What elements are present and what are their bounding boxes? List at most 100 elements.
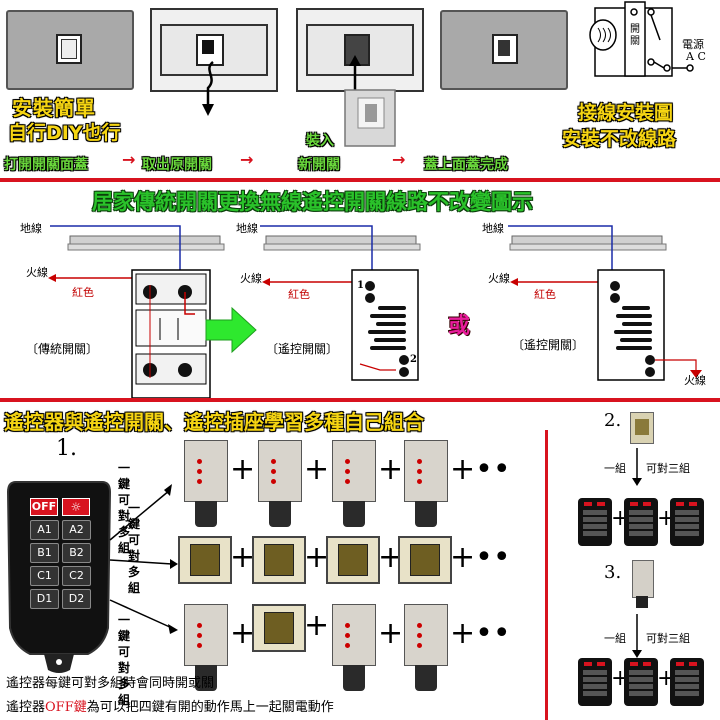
remote-key-a1[interactable]: A1 — [30, 520, 59, 540]
plus-sign: + — [304, 608, 330, 643]
remote-plug — [258, 440, 302, 527]
or-label: 或 — [448, 314, 471, 339]
step-number-3: 3. — [604, 562, 622, 583]
remote-switch — [252, 536, 306, 584]
row1-label-b: 一鍵可對多組 — [128, 501, 141, 595]
mini-remote — [578, 658, 612, 706]
step-2-panel — [150, 8, 278, 92]
step3-three-groups: 可對三組 — [646, 632, 690, 645]
step3-one-group: 一組 — [604, 632, 626, 645]
step-label-1: 打開開關面蓋 — [4, 157, 88, 173]
d1-red-label: 紅色 — [72, 286, 94, 299]
mini-remote — [624, 498, 658, 546]
d1-live-label: 火線 — [26, 266, 48, 279]
remote-key-a2[interactable]: A2 — [62, 520, 91, 540]
plus-sign: + — [230, 616, 256, 651]
mini-remote — [670, 498, 704, 546]
note-2-off: OFF鍵 — [45, 700, 87, 715]
row1-label-a: 一鍵可對多組 — [118, 461, 131, 555]
remote-key-c2[interactable]: C2 — [62, 566, 91, 586]
step-label-2: 取出原開關 — [142, 157, 212, 173]
note-2-pre: 遙控器 — [6, 700, 46, 715]
remote-plug — [404, 604, 448, 691]
remote-switch — [252, 604, 306, 652]
bottom-title: 遙控器與遙控開關、遙控插座學習多種自己組合 — [4, 410, 424, 434]
d2-num-2-bottom: 2 — [410, 354, 417, 365]
rocker-switch — [56, 34, 82, 64]
note-1: 遙控器每鍵可對多組時會同時開或關 — [6, 676, 215, 691]
plus-sign: + — [378, 452, 404, 487]
d2-red-label: 紅色 — [288, 288, 310, 301]
remote-switch-label-1: 〔遙控開關〕 — [266, 342, 339, 356]
step2-one-group: 一組 — [604, 462, 626, 475]
remote-plug — [184, 440, 228, 527]
plus-sign: +•• — [450, 540, 511, 575]
remote-key-d1[interactable]: D1 — [30, 589, 59, 609]
d1-ground-label: 地線 — [20, 222, 42, 235]
d3-live-label: 火線 — [488, 272, 510, 285]
d2-ground-label: 地線 — [236, 222, 258, 235]
top-illustration — [202, 1, 694, 147]
d2-num-1-top: 1 — [357, 280, 364, 291]
note-2: 遙控器OFF鍵為可以把四鍵有開的動作馬上一起關電動作 — [6, 696, 334, 715]
right-caption-2: 安裝不改線路 — [562, 128, 677, 150]
remote-key-c1[interactable]: C1 — [30, 566, 59, 586]
plus-sign: + — [230, 540, 256, 575]
flow-arrow-1: → — [122, 150, 136, 169]
wiring-power-label: 電源 — [682, 38, 704, 51]
step2-switch — [630, 412, 654, 444]
flow-arrow-2: → — [240, 150, 254, 169]
note-2-post: 為可以把四鍵有開的動作馬上一起關電動作 — [86, 700, 334, 715]
divider-middle — [0, 398, 720, 402]
divider-top — [0, 178, 720, 182]
remote-plug — [404, 440, 448, 527]
left-caption-2: 自行DIY也行 — [8, 122, 121, 144]
plus-sign: +•• — [450, 452, 511, 487]
remote-key-d2[interactable]: D2 — [62, 589, 91, 609]
step-4-panel — [440, 10, 568, 90]
plus-sign: + — [304, 452, 330, 487]
plus-sign: + — [304, 540, 330, 575]
mini-remote — [578, 498, 612, 546]
step-number-2: 2. — [604, 410, 622, 431]
wiring-ac-label: A C — [686, 50, 706, 63]
remote-key-b1[interactable]: B1 — [30, 543, 59, 563]
step-1-panel — [6, 10, 134, 90]
d3-red-label: 紅色 — [534, 288, 556, 301]
d2-live-label: 火線 — [240, 272, 262, 285]
step-label-4: 蓋上面蓋完成 — [424, 157, 508, 173]
flow-arrow-3: → — [392, 150, 406, 169]
remote-switch — [398, 536, 452, 584]
plus-sign: + — [378, 616, 404, 651]
step2-three-groups: 可對三組 — [646, 462, 690, 475]
light-button[interactable]: ☼ — [62, 498, 90, 516]
remote-switch-label-2: 〔遙控開關〕 — [512, 338, 585, 352]
rocker-switch-dark — [492, 34, 518, 64]
row3-label: 一鍵可對多組 — [118, 613, 131, 707]
mini-remote — [670, 658, 704, 706]
remote-switch — [178, 536, 232, 584]
right-caption-1: 接線安裝圖 — [578, 102, 674, 124]
remote-switch — [326, 536, 380, 584]
step3-arrow — [632, 614, 642, 658]
wiring-switch-label: 開關 — [630, 24, 640, 47]
step3-plug — [632, 560, 654, 598]
traditional-switch-label: 〔傳統開關〕 — [26, 342, 99, 356]
remote-key-b2[interactable]: B2 — [62, 543, 91, 563]
middle-title: 居家傳統開關更換無線遙控開關線路不改變圖示 — [92, 190, 533, 214]
wiring-diagrams — [48, 225, 702, 399]
remote-plug — [332, 604, 376, 691]
plus-sign: + — [230, 452, 256, 487]
mini-remote — [624, 658, 658, 706]
d3-ground-label: 地線 — [482, 222, 504, 235]
remote-plug — [332, 440, 376, 527]
step2-arrow — [632, 448, 642, 486]
divider-vertical — [545, 430, 548, 720]
d3-live-out-label: 火線 — [684, 374, 706, 387]
remote-plug — [184, 604, 228, 691]
off-button[interactable]: OFF — [30, 498, 58, 516]
plus-sign: +•• — [450, 616, 511, 651]
left-caption-1: 安裝簡單 — [12, 96, 96, 120]
step-number-1: 1. — [56, 436, 77, 461]
